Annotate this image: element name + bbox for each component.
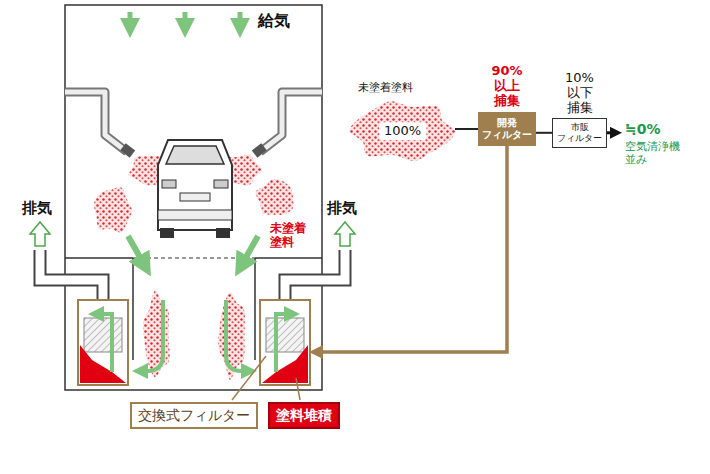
pit-wall <box>254 258 256 360</box>
airflow-arrow <box>226 300 249 371</box>
leader-line <box>232 356 266 400</box>
spray-arm-inner <box>260 92 322 152</box>
filter-pointer-arrow <box>316 146 507 352</box>
car-wheel <box>216 228 230 238</box>
node-heading: 90%以上 捕集 <box>491 64 522 109</box>
airflow-arrow <box>96 314 112 372</box>
pit-wall <box>132 258 134 360</box>
result-arrow <box>607 131 616 134</box>
car-headlight <box>162 180 176 188</box>
car-body <box>158 140 232 238</box>
booth-floor <box>255 257 322 259</box>
exhaust-duct <box>285 250 345 300</box>
exhaust-arrow <box>335 222 355 246</box>
paint-mist <box>255 179 293 215</box>
flow-arrows <box>316 133 616 352</box>
node-text: 100% <box>379 122 426 140</box>
spray-arm <box>65 92 127 152</box>
floor-grating <box>133 257 255 259</box>
airflow-arrow <box>140 300 163 371</box>
paint-cloud: 未塗着塗料100% <box>350 100 455 162</box>
exhaust-duct-inner <box>285 250 345 302</box>
paint-deposit <box>80 345 126 383</box>
node-heading: 未塗着塗料 <box>358 81 413 94</box>
airflow-arrow <box>276 314 292 372</box>
spray-arm <box>260 92 322 152</box>
connector-line <box>455 128 478 130</box>
spray-arm-inner <box>65 92 127 152</box>
exchange-filter <box>84 318 122 352</box>
deposit-callout-box: 塗料堆積 <box>268 402 340 429</box>
result-note: 空気清浄機 並み <box>625 141 680 166</box>
airflow-arrow <box>128 236 145 266</box>
exhaust-duct-inner <box>40 250 103 302</box>
node-text: 開発 フィルター <box>482 117 532 141</box>
airflow-arrow <box>241 236 258 266</box>
booth-wall <box>65 5 322 258</box>
car-wheel <box>160 228 174 238</box>
filter-callout-box: 交換式フィルター <box>130 402 258 429</box>
car-body-shell <box>158 140 232 230</box>
supply-label: 給気 <box>258 12 290 30</box>
paint-deposit <box>262 345 308 383</box>
result-value: ≒0% <box>625 121 661 137</box>
leader-line <box>296 378 300 400</box>
paint-mist <box>143 290 169 377</box>
filter-housing <box>78 300 128 385</box>
mist-label: 未塗着 塗料 <box>270 222 306 250</box>
node-text: 市販 フィルター <box>557 122 602 144</box>
spray-nozzle <box>120 143 135 157</box>
exhaust-label: 排気 <box>327 200 357 217</box>
commercial-filter-box: 10%以下 捕集市販 フィルター <box>552 118 607 148</box>
supply-arrow <box>238 12 243 28</box>
car-bumper <box>158 210 232 220</box>
supply-arrow <box>128 12 133 28</box>
filter-housing <box>260 300 310 385</box>
car-windshield <box>166 146 224 164</box>
exchange-filter <box>266 318 304 352</box>
paint-mist <box>94 187 133 232</box>
connector-line <box>536 132 552 134</box>
cloud-shape <box>350 101 456 161</box>
exhaust-duct <box>40 250 103 300</box>
developed-filter-box: 90%以上 捕集開発 フィルター <box>478 112 536 146</box>
exhaust-arrow <box>30 222 50 246</box>
node-text: 交換式フィルター <box>138 407 250 424</box>
booth-floor <box>65 257 133 259</box>
exhaust-label: 排気 <box>22 200 52 217</box>
spray-nozzle <box>252 143 267 157</box>
car-grille <box>180 193 210 201</box>
car-headlight <box>214 180 228 188</box>
supply-arrow <box>183 12 188 28</box>
node-text: 塗料堆積 <box>276 407 332 424</box>
node-heading: 10%以下 捕集 <box>565 71 594 116</box>
